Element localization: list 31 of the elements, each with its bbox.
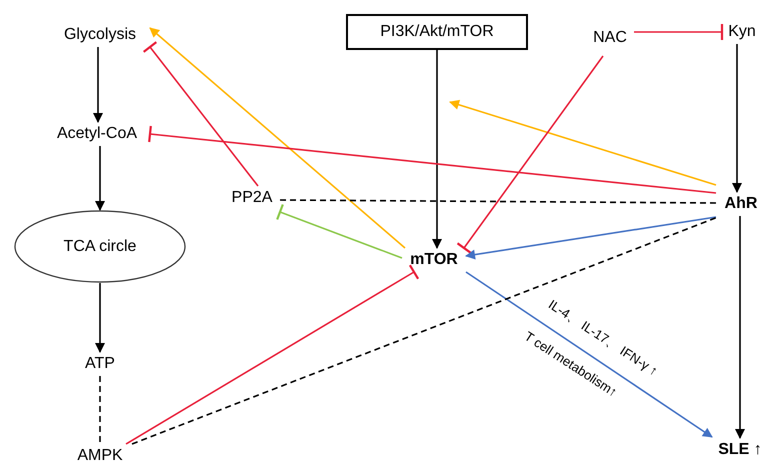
arrow xyxy=(466,271,713,438)
molecule-label: ATP xyxy=(80,352,120,376)
molecule-label: PP2A xyxy=(224,186,280,210)
arrow xyxy=(732,44,742,193)
inhibition-line xyxy=(148,124,716,194)
arrow xyxy=(149,27,406,249)
molecule-label: Glycolysis xyxy=(50,23,150,47)
molecule-label: Kyn xyxy=(722,20,762,44)
inhibition-line xyxy=(126,264,420,445)
cycle-ellipse: TCA circle xyxy=(14,210,186,283)
arrow xyxy=(432,50,442,249)
molecule-label: AMPK xyxy=(68,444,132,467)
arrow xyxy=(465,216,716,260)
molecule-label: Acetyl-CoA xyxy=(44,122,150,146)
dashed-line xyxy=(280,199,716,204)
pathway-box: PI3K/Akt/mTOR xyxy=(346,14,528,50)
inhibition-line xyxy=(276,203,402,259)
dashed-line xyxy=(99,376,101,444)
inhibition-line xyxy=(456,56,604,254)
arrow xyxy=(95,146,105,211)
arrow xyxy=(95,283,105,353)
dashed-line xyxy=(132,216,718,445)
molecule-label: mTOR xyxy=(402,248,466,272)
arrow xyxy=(93,47,103,123)
arrow xyxy=(449,100,716,186)
inhibition-line xyxy=(634,22,724,42)
arrow xyxy=(735,216,745,439)
molecule-label: NAC xyxy=(586,20,634,56)
inhibition-line xyxy=(142,41,259,186)
molecule-label: AhR xyxy=(716,192,766,216)
molecule-label: SLE ↑ xyxy=(712,438,768,462)
